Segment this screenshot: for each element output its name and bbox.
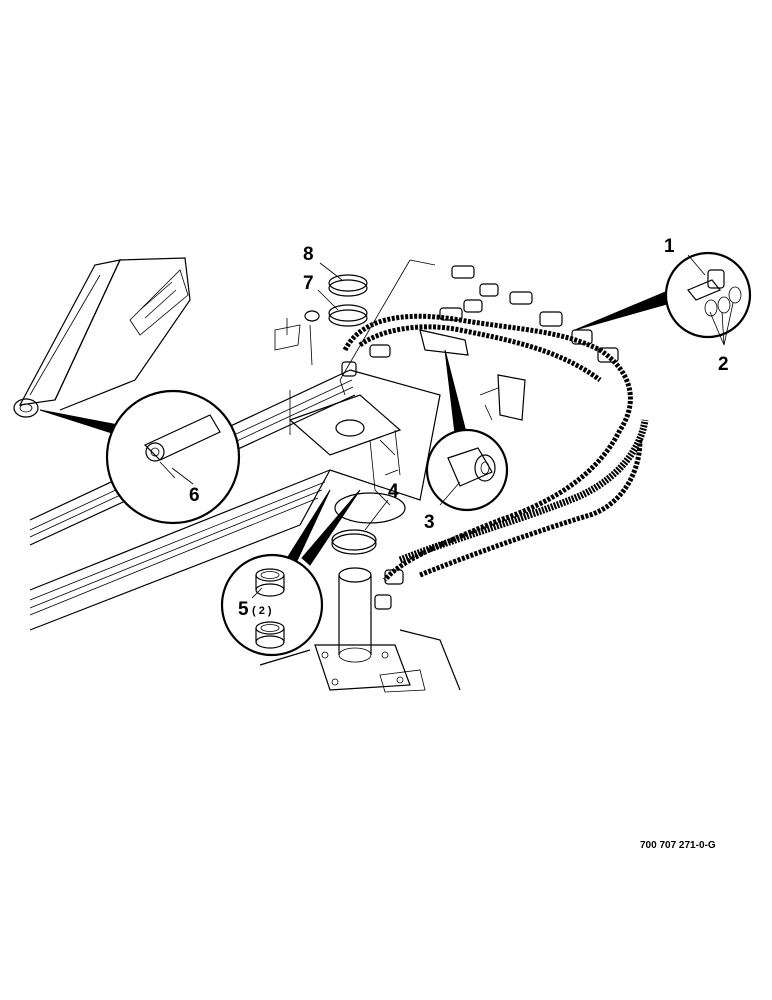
number-leaders (171, 254, 734, 599)
seal-rings (328, 274, 377, 555)
callout-1: 1 (664, 236, 675, 257)
detail-circle-plate (105, 389, 241, 525)
detail-circle-bushing (425, 428, 509, 512)
boom-arm (13, 257, 191, 418)
callout-leaders (39, 289, 675, 566)
fittings (341, 265, 619, 610)
callout-6: 6 (189, 485, 200, 506)
callout-5: 5 (238, 599, 249, 620)
callout-8: 8 (303, 244, 314, 265)
hardware (274, 310, 526, 476)
drawing-reference-code: 700 707 271-0-G (640, 840, 716, 851)
hydraulic-hoses (339, 259, 649, 582)
callout-4: 4 (388, 481, 399, 502)
callout-2: 2 (718, 354, 729, 375)
detail-circle-fitting (664, 251, 752, 339)
detail-circle-bushings (220, 553, 324, 657)
callout-5-qty: ( 2 ) (252, 605, 272, 617)
spindle-post (259, 567, 461, 693)
callout-3: 3 (424, 512, 435, 533)
callout-7: 7 (303, 273, 314, 294)
pivot-plate (288, 394, 406, 524)
